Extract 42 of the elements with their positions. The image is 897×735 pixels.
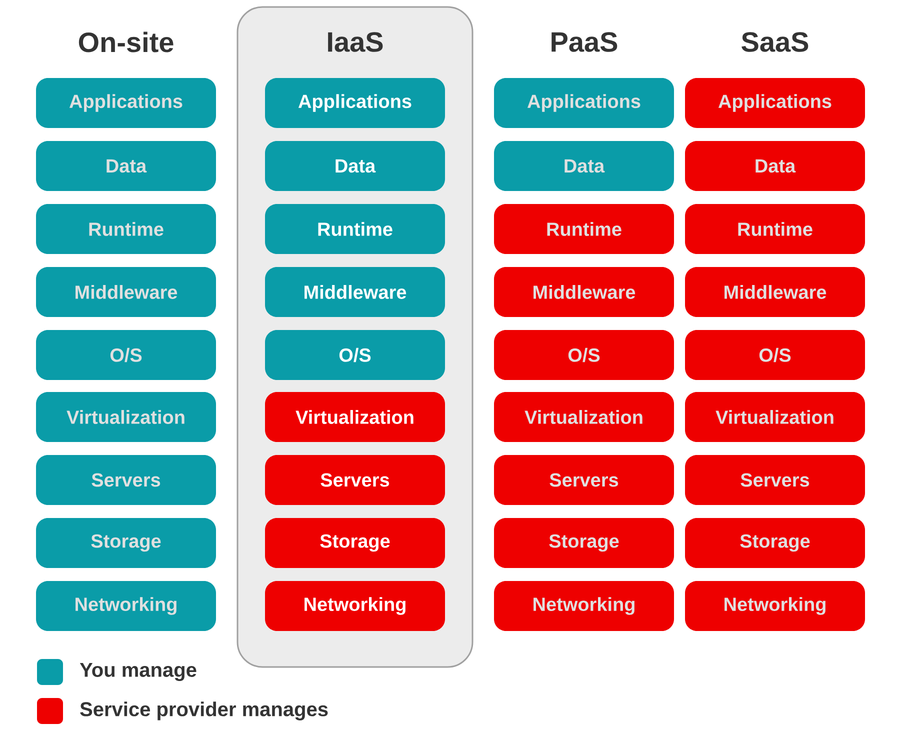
column-heading: SaaS [742, 32, 808, 52]
column-heading: PaaS [552, 32, 618, 52]
column-heading: On-site [78, 32, 174, 52]
layer-box: Middleware [685, 267, 865, 317]
layer-box: Virtualization [494, 392, 674, 442]
layer-box: Data [494, 141, 674, 191]
layer-box: Networking [685, 581, 865, 631]
layer-box: Runtime [685, 204, 865, 254]
layer-box: Applications [685, 78, 865, 128]
layer-box: Servers [36, 455, 216, 505]
layer-box: Virtualization [685, 392, 865, 442]
layer-box: Storage [494, 518, 674, 568]
layer-box: Storage [685, 518, 865, 568]
layer-box: Data [265, 141, 445, 191]
layer-box: O/S [36, 330, 216, 380]
layer-box: Storage [265, 518, 445, 568]
layer-box: Applications [36, 78, 216, 128]
layer-box: Runtime [36, 204, 216, 254]
layer-box: Networking [494, 581, 674, 631]
layer-box: Servers [685, 455, 865, 505]
layer-box: Networking [36, 581, 216, 631]
layer-box: O/S [685, 330, 865, 380]
layer-box: Middleware [494, 267, 674, 317]
layer-box: Data [36, 141, 216, 191]
layer-box: Middleware [265, 267, 445, 317]
layer-box: Storage [36, 518, 216, 568]
layer-box: Networking [265, 581, 445, 631]
layer-box: Virtualization [36, 392, 216, 442]
layer-box: O/S [265, 330, 445, 380]
legend-text: You manage [80, 663, 196, 681]
layer-box: O/S [494, 330, 674, 380]
layer-box: Runtime [494, 204, 674, 254]
legend-text: Service provider manages [80, 702, 328, 720]
layer-box: Applications [494, 78, 674, 128]
layer-box: Servers [494, 455, 674, 505]
layer-box: Servers [265, 455, 445, 505]
layer-box: Virtualization [265, 392, 445, 442]
layer-box: Runtime [265, 204, 445, 254]
column-heading: IaaS [328, 32, 383, 52]
layer-box: Middleware [36, 267, 216, 317]
layer-box: Data [685, 141, 865, 191]
layer-box: Applications [265, 78, 445, 128]
